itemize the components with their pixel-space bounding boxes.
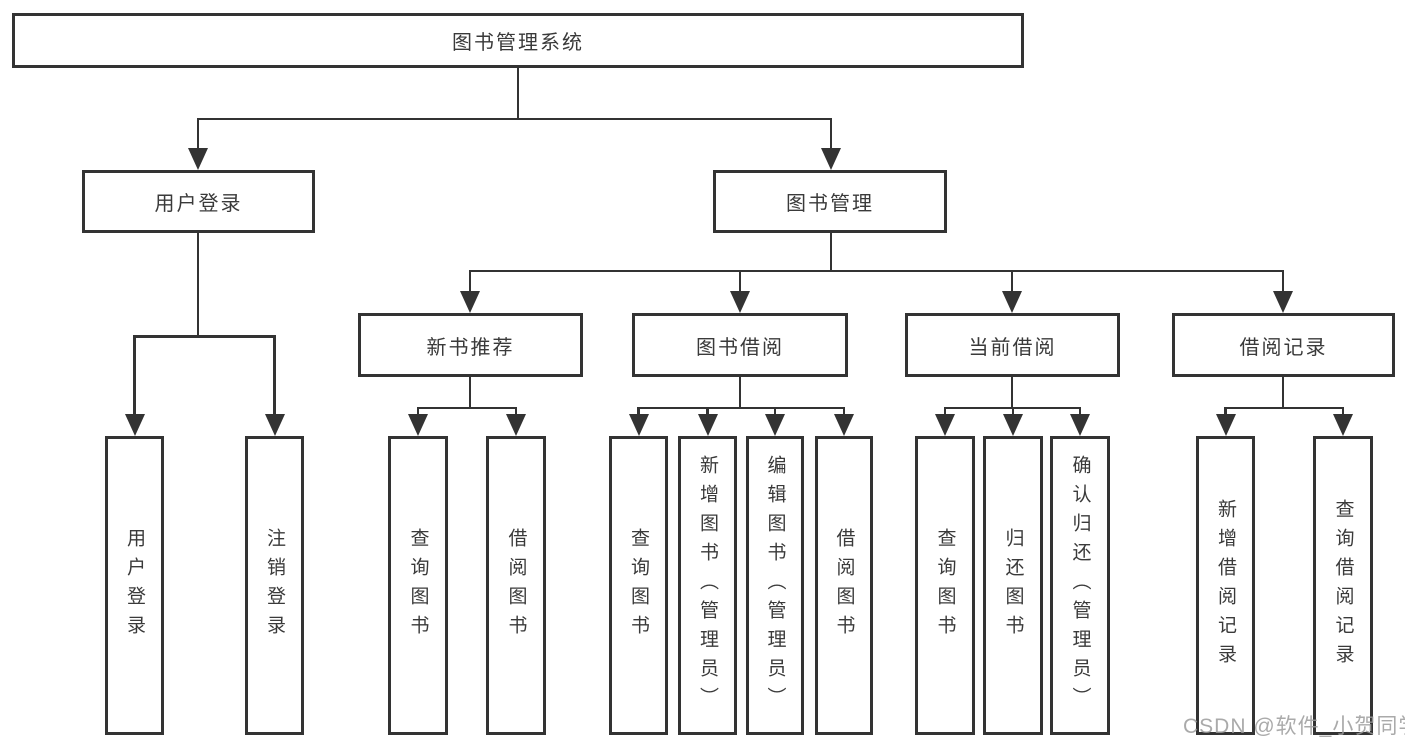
node-new-book-recommend-label: 新书推荐 — [426, 336, 515, 359]
arrow-down-icon — [834, 414, 854, 436]
leaf-bb-query-books: 查询图书 — [609, 436, 668, 735]
connector-line — [133, 335, 276, 338]
connector-line — [1078, 408, 1082, 416]
connector-line — [516, 67, 520, 120]
arrow-down-icon — [935, 414, 955, 436]
node-borrow-records: 借阅记录 — [1172, 313, 1395, 377]
connector-line — [637, 408, 640, 416]
leaf-label: 注销登录 — [264, 527, 285, 644]
connector-line — [1224, 408, 1227, 416]
arrow-down-icon — [765, 414, 785, 436]
node-root: 图书管理系统 — [12, 13, 1024, 68]
connector-line — [1281, 271, 1285, 293]
leaf-label: 新增图书（管理员） — [697, 455, 718, 716]
connector-line — [738, 271, 742, 293]
leaf-bb-add-books-admin: 新增图书（管理员） — [678, 436, 737, 735]
node-user-login-label: 用户登录 — [154, 193, 243, 215]
connector-line — [829, 119, 833, 150]
connector-line — [1011, 408, 1015, 416]
connector-line — [706, 408, 709, 416]
leaf-label: 借阅图书 — [505, 527, 527, 644]
arrow-down-icon — [408, 414, 428, 436]
connector-line — [1010, 377, 1014, 409]
leaf-label: 归还图书 — [1002, 527, 1024, 644]
leaf-logout: 注销登录 — [245, 436, 304, 735]
leaf-br-query-record: 查询借阅记录 — [1313, 436, 1373, 735]
watermark-text: CSDN @软件_小贺同学 — [1183, 715, 1405, 738]
node-book-management-label: 图书管理 — [786, 193, 874, 215]
leaf-user-login: 用户登录 — [105, 436, 164, 735]
arrow-down-icon — [506, 414, 526, 436]
leaf-label: 编辑图书（管理员） — [764, 455, 786, 716]
node-borrow-records-label: 借阅记录 — [1239, 336, 1328, 359]
connector-line — [133, 336, 136, 416]
node-book-borrow: 图书借阅 — [632, 313, 848, 377]
leaf-label: 查询图书 — [407, 527, 429, 644]
connector-line — [468, 271, 472, 293]
leaf-label: 借阅图书 — [833, 527, 855, 644]
node-current-borrow-label: 当前借阅 — [968, 336, 1057, 359]
arrow-down-icon — [1002, 291, 1022, 313]
arrow-down-icon — [697, 414, 718, 436]
connector-line — [196, 117, 833, 121]
connector-line — [1281, 377, 1285, 409]
arrow-down-icon — [124, 414, 145, 436]
connector-line — [416, 406, 518, 410]
leaf-label: 新增借阅记录 — [1215, 498, 1236, 673]
connector-line — [773, 408, 777, 416]
node-root-label: 图书管理系统 — [452, 32, 584, 54]
connector-line — [1010, 271, 1014, 293]
arrow-down-icon — [264, 414, 285, 436]
connector-line — [416, 408, 420, 416]
leaf-label: 查询图书 — [628, 527, 649, 644]
node-book-management: 图书管理 — [713, 170, 947, 233]
connector-line — [637, 406, 846, 410]
arrow-down-icon — [1333, 414, 1353, 436]
node-new-book-recommend: 新书推荐 — [358, 313, 583, 377]
connector-line — [829, 233, 833, 272]
connector-line — [1224, 406, 1345, 410]
arrow-down-icon — [460, 291, 480, 313]
connector-line — [468, 269, 1285, 273]
arrow-down-icon — [821, 148, 841, 170]
arrow-down-icon — [730, 291, 750, 313]
arrow-down-icon — [1070, 414, 1090, 436]
connector-line — [738, 377, 742, 409]
arrow-down-icon — [628, 414, 649, 436]
leaf-label: 查询图书 — [934, 527, 956, 644]
leaf-cb-query-books: 查询图书 — [915, 436, 975, 735]
leaf-label: 用户登录 — [124, 527, 145, 644]
node-current-borrow: 当前借阅 — [905, 313, 1120, 377]
leaf-label: 确认归还（管理员） — [1069, 455, 1091, 716]
leaf-nbr-borrow-books: 借阅图书 — [486, 436, 546, 735]
connector-line — [196, 233, 200, 337]
leaf-label: 查询借阅记录 — [1332, 498, 1354, 673]
connector-line — [842, 408, 846, 416]
arrow-down-icon — [188, 148, 208, 170]
connector-line — [1341, 408, 1345, 416]
connector-line — [943, 408, 947, 416]
node-user-login: 用户登录 — [82, 170, 315, 233]
leaf-bb-borrow-books: 借阅图书 — [815, 436, 873, 735]
leaf-br-add-record: 新增借阅记录 — [1196, 436, 1255, 735]
connector-line — [514, 408, 518, 416]
node-book-borrow-label: 图书借阅 — [696, 336, 784, 359]
connector-line — [196, 119, 200, 150]
leaf-bb-edit-books-admin: 编辑图书（管理员） — [746, 436, 804, 735]
arrow-down-icon — [1003, 414, 1023, 436]
connector-line — [468, 377, 472, 409]
leaf-nbr-query-books: 查询图书 — [388, 436, 448, 735]
arrow-down-icon — [1215, 414, 1236, 436]
connector-line — [273, 336, 276, 416]
leaf-cb-confirm-return-admin: 确认归还（管理员） — [1050, 436, 1110, 735]
arrow-down-icon — [1273, 291, 1293, 313]
leaf-cb-return-books: 归还图书 — [983, 436, 1043, 735]
